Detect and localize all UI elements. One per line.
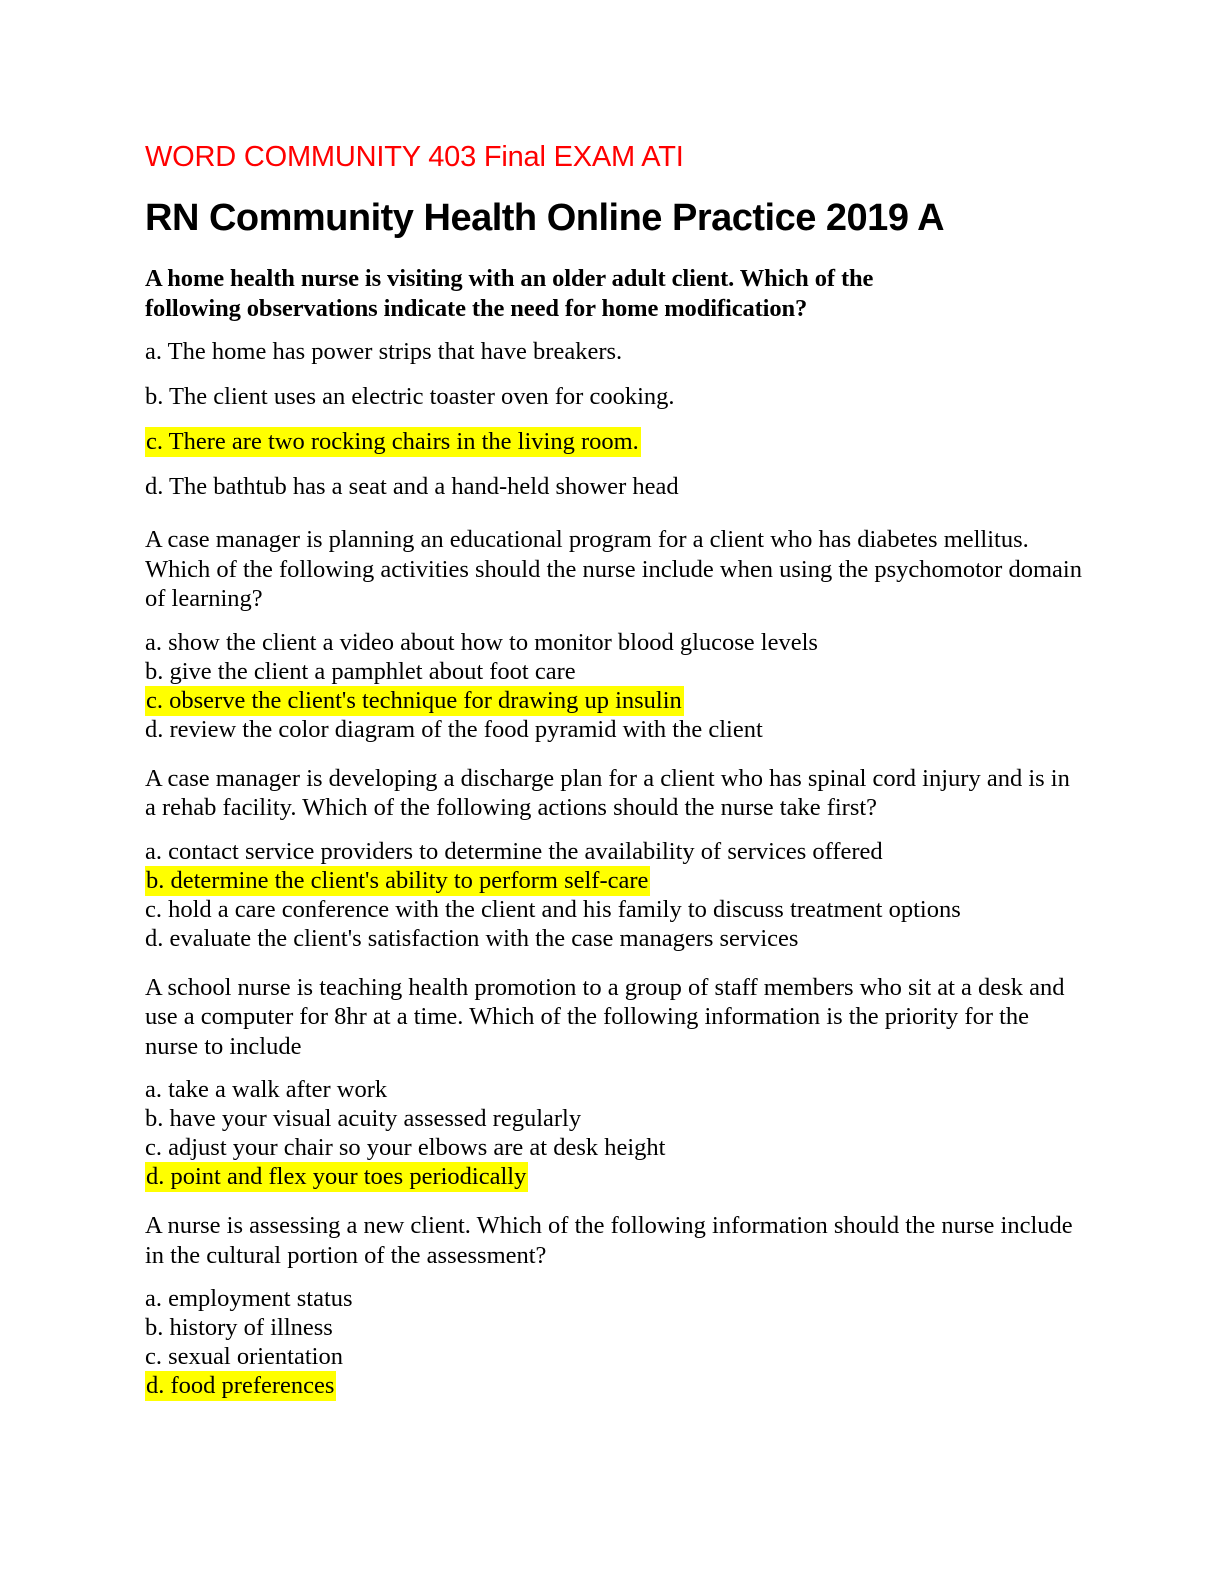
answer-option[interactable]: d. The bathtub has a seat and a hand-hel… (145, 472, 1092, 501)
answer-option[interactable]: a. The home has power strips that have b… (145, 337, 1092, 366)
answer-option[interactable]: a. take a walk after work (145, 1075, 1092, 1104)
questions-container: A home health nurse is visiting with an … (145, 264, 1092, 1401)
answer-option-label: d. food preferences (145, 1371, 337, 1401)
answer-option-label: c. sexual orientation (145, 1343, 343, 1370)
answer-option-label: c. hold a care conference with the clien… (145, 895, 961, 923)
answer-option-label: a. show the client a video about how to … (145, 628, 818, 656)
answer-option-label: b. have your visual acuity assessed regu… (145, 1105, 582, 1132)
answer-option[interactable]: d. review the color diagram of the food … (145, 715, 1092, 744)
answer-option-highlighted[interactable]: c. observe the client's technique for dr… (145, 685, 1092, 716)
question-block: A case manager is planning an educationa… (145, 525, 1092, 744)
answer-option[interactable]: a. employment status (145, 1284, 1092, 1313)
answer-option[interactable]: c. adjust your chair so your elbows are … (145, 1133, 1092, 1162)
question-stem: A case manager is developing a discharge… (145, 764, 1070, 822)
answer-option-label: b. determine the client's ability to per… (145, 865, 651, 896)
question-stem: A school nurse is teaching health promot… (145, 973, 1065, 1060)
answer-option[interactable]: b. have your visual acuity assessed regu… (145, 1104, 1092, 1133)
answer-option-label: c. There are two rocking chairs in the l… (145, 427, 641, 457)
answer-option-label: a. contact service providers to determin… (145, 837, 883, 865)
answer-option-label: c. observe the client's technique for dr… (145, 685, 684, 716)
answer-option[interactable]: a. contact service providers to determin… (145, 837, 1092, 866)
answer-option[interactable]: c. hold a care conference with the clien… (145, 895, 1092, 924)
answer-option-label: d. evaluate the client's satisfaction wi… (145, 924, 799, 952)
question-block: A nurse is assessing a new client. Which… (145, 1211, 1092, 1401)
answer-option-label: a. take a walk after work (145, 1076, 388, 1103)
answer-option-highlighted[interactable]: d. point and flex your toes periodically (145, 1162, 1092, 1192)
answer-option-label: b. history of illness (145, 1314, 333, 1341)
question-stem: A case manager is planning an educationa… (145, 526, 1082, 612)
answer-option[interactable]: a. show the client a video about how to … (145, 628, 1092, 657)
answer-option-label: c. adjust your chair so your elbows are … (145, 1134, 666, 1161)
document-kicker: WORD COMMUNITY 403 Final EXAM ATI (145, 141, 684, 173)
answer-option-label: a. The home has power strips that have b… (145, 338, 623, 365)
answer-option-highlighted[interactable]: b. determine the client's ability to per… (145, 865, 1092, 896)
answer-options: a. contact service providers to determin… (145, 837, 1092, 953)
question-block: A case manager is developing a discharge… (145, 764, 1092, 953)
answer-option-label: a. employment status (145, 1285, 353, 1312)
answer-option-label: d. point and flex your toes periodically (145, 1162, 529, 1192)
answer-option[interactable]: c. sexual orientation (145, 1342, 1092, 1371)
answer-options: a. The home has power strips that have b… (145, 337, 1092, 501)
answer-option-label: b. give the client a pamphlet about foot… (145, 657, 576, 685)
answer-option-label: d. The bathtub has a seat and a hand-hel… (145, 473, 679, 500)
answer-option-label: b. The client uses an electric toaster o… (145, 383, 675, 410)
answer-option-label: d. review the color diagram of the food … (145, 715, 763, 743)
answer-option-highlighted[interactable]: c. There are two rocking chairs in the l… (145, 427, 1092, 457)
question-block: A home health nurse is visiting with an … (145, 264, 1092, 501)
answer-options: a. show the client a video about how to … (145, 628, 1092, 744)
answer-option[interactable]: d. evaluate the client's satisfaction wi… (145, 924, 1092, 953)
question-block: A school nurse is teaching health promot… (145, 973, 1092, 1192)
answer-option[interactable]: b. give the client a pamphlet about foot… (145, 657, 1092, 686)
page-title: RN Community Health Online Practice 2019… (145, 197, 945, 239)
answer-option-highlighted[interactable]: d. food preferences (145, 1371, 1092, 1401)
question-stem: A nurse is assessing a new client. Which… (145, 1212, 1073, 1269)
question-stem: A home health nurse is visiting with an … (145, 265, 874, 322)
answer-option[interactable]: b. The client uses an electric toaster o… (145, 382, 1092, 411)
answer-option[interactable]: b. history of illness (145, 1313, 1092, 1342)
